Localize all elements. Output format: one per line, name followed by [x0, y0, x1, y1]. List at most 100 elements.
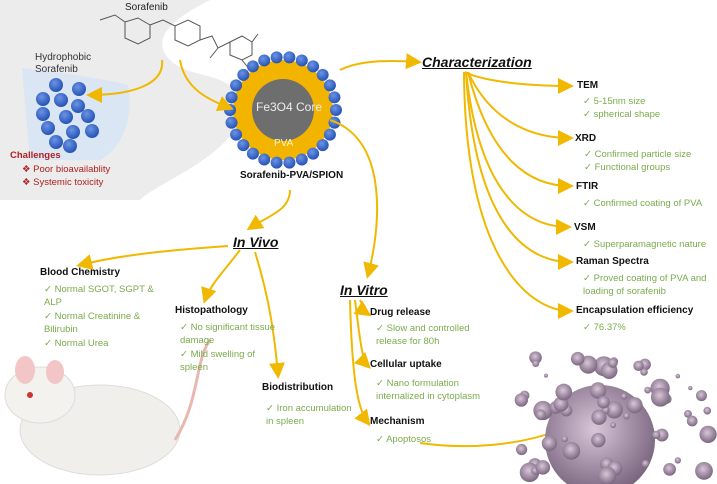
cell-bleb [543, 373, 548, 378]
coating-dot [230, 128, 243, 141]
xrd-item: Functional groups [584, 161, 671, 174]
sorafenib-dot [41, 121, 55, 135]
cell-bleb [650, 387, 670, 407]
ftir-item: Confirmed coating of PVA [583, 197, 703, 210]
cell-bleb [626, 397, 643, 414]
cell-bleb [562, 441, 581, 460]
nanoparticle [224, 51, 342, 169]
coating-dot [295, 153, 308, 166]
vsm-item: Superparamagnetic nature [583, 238, 707, 251]
cell-cluster-image [514, 351, 717, 484]
cell-bleb [589, 382, 607, 399]
histo-item: No significant tissue damage [180, 321, 280, 347]
fe3o4-core [252, 79, 314, 141]
raman-item: Proved coating of PVA and loading of sor… [583, 272, 708, 298]
challenge-item: ❖ Systemic toxicity [22, 177, 104, 188]
coating-dot [283, 51, 296, 64]
coating-dot [323, 79, 336, 92]
core-label: Fe3O4 Core [256, 100, 323, 114]
cellular-uptake-title: Cellular uptake [370, 359, 442, 370]
coating-dot [246, 60, 259, 73]
sorafenib-dot [72, 82, 86, 96]
vsm-title: VSM [574, 222, 596, 233]
coating-dot [270, 156, 283, 169]
coating-dot [225, 91, 238, 104]
sorafenib-dot [49, 78, 63, 92]
tem-item: spherical shape [583, 108, 661, 121]
coating-dot [316, 68, 329, 81]
coating-dot [237, 139, 250, 152]
cell-bleb [607, 358, 618, 368]
drug-release-title: Drug release [370, 307, 431, 318]
sorafenib-dot [63, 139, 77, 153]
cell-bleb [684, 409, 692, 418]
drug-release-item: Slow and controlled release for 80h [376, 322, 481, 348]
cell-bleb [555, 383, 573, 401]
coating-dot [258, 54, 271, 67]
sorafenib-dot [36, 107, 50, 121]
cell-bleb [605, 401, 623, 419]
arrows [76, 53, 574, 448]
cell-bleb [535, 409, 547, 421]
sorafenib-dot [49, 135, 63, 149]
blue-panel [22, 68, 130, 160]
sorafenib-dot [66, 125, 80, 139]
mechanism-item: Apoptosos [376, 433, 431, 446]
characterization-title: Characterization [422, 54, 532, 70]
cell-bleb [695, 390, 707, 402]
histo-item: Mild swelling of spleen [180, 348, 270, 374]
blood-chemistry-title: Blood Chemistry [40, 267, 121, 278]
coating-dot [246, 147, 259, 160]
coating-dot [270, 51, 283, 64]
cell-bleb [674, 457, 682, 464]
sorafenib-dots [36, 78, 99, 153]
cell-bleb [623, 412, 630, 420]
cell-bleb [686, 415, 698, 427]
cell-bleb [699, 425, 717, 444]
cell-bleb [561, 435, 568, 443]
sorafenib-label: Sorafenib [125, 2, 168, 13]
molecule-structure [99, 14, 259, 71]
cell-bleb [553, 396, 569, 412]
particle-name: Sorafenib-PVA/SPION [240, 170, 344, 181]
coating-dot [225, 116, 238, 129]
tem-item: 5-15nm size [583, 95, 646, 108]
coating-dot [295, 54, 308, 67]
histopathology-title: Histopathology [175, 305, 248, 316]
coating-dot [230, 79, 243, 92]
cell-bleb [663, 462, 676, 476]
cell-bleb [591, 409, 607, 425]
coating-dot [316, 139, 329, 152]
coating-dot [307, 60, 320, 73]
challenges-title: Challenges [10, 150, 61, 161]
challenge-text: Systemic toxicity [33, 177, 104, 188]
cell-bleb [591, 432, 606, 448]
xrd-title: XRD [575, 133, 597, 144]
cell-bleb [514, 393, 529, 407]
encapsulation-item: 76.37% [583, 321, 626, 334]
blood-item: Normal SGOT, SGPT & ALP [44, 283, 164, 309]
xrd-item: Confirmed particle size [584, 148, 692, 161]
cell-bleb [620, 393, 628, 400]
invivo-title: In Vivo [233, 234, 279, 250]
cell-bleb [675, 373, 681, 379]
coating-dot [258, 153, 271, 166]
raman-title: Raman Spectra [576, 256, 649, 267]
bio-item: Iron accumulation in spleen [266, 402, 356, 428]
hydrophobic-label-2: Sorafenib [35, 64, 78, 75]
cell-bleb [610, 422, 617, 429]
blood-item: Normal Creatinine & Bilirubin [44, 310, 154, 336]
sorafenib-dot [71, 99, 85, 113]
coating-dot [323, 128, 336, 141]
cell-bleb [515, 443, 528, 456]
coating-dot [283, 156, 296, 169]
ftir-title: FTIR [576, 181, 599, 192]
cell-bleb [597, 395, 610, 409]
cell-bleb [598, 466, 617, 484]
cell-bleb [644, 386, 652, 394]
cell-bleb [532, 360, 540, 368]
coating-dot [307, 147, 320, 160]
cell-bleb [541, 435, 557, 451]
